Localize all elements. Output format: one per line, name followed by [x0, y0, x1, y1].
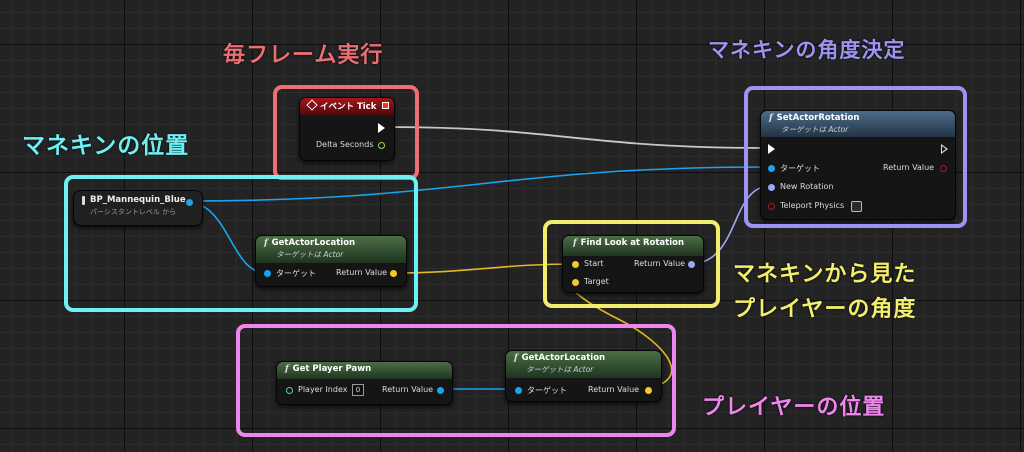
get-location-2-return-label: Return Value — [588, 385, 640, 394]
function-icon: f — [573, 238, 577, 248]
teleport-physics-pin[interactable] — [768, 203, 775, 210]
player-index-pin[interactable] — [286, 387, 293, 394]
delta-seconds-pin[interactable] — [378, 142, 385, 149]
set-rotation-exec-out-pin[interactable] — [941, 144, 948, 154]
mannequin-position-label: マネキンの位置 — [22, 133, 190, 159]
bp-mannequin-node[interactable]: BP_Mannequin_Blue パーシスタントレベル から — [73, 190, 203, 226]
set-actor-rotation-title: SetActorRotation — [776, 113, 860, 123]
mannequin-rotation-frame — [744, 86, 967, 228]
get-player-pawn-return-pin[interactable] — [437, 387, 444, 394]
function-icon: f — [285, 364, 289, 374]
event-tick-node[interactable]: イベント Tick Delta Seconds — [299, 97, 395, 161]
get-actor-location-sub-2: ターゲットは Actor — [526, 365, 594, 374]
get-location-2-target-pin[interactable] — [515, 387, 522, 394]
find-look-at-title: Find Look at Rotation — [580, 238, 685, 248]
get-player-pawn-return-label: Return Value — [382, 385, 434, 394]
set-actor-rotation-sub: ターゲットは Actor — [781, 125, 849, 134]
set-rotation-exec-in-pin[interactable] — [768, 144, 775, 154]
function-icon: f — [514, 353, 518, 363]
get-location-2-return-pin[interactable] — [645, 387, 652, 394]
delta-seconds-label: Delta Seconds — [316, 140, 374, 149]
get-location-1-target-label: ターゲット — [276, 269, 316, 278]
bp-mannequin-title: BP_Mannequin_Blue — [90, 195, 186, 205]
player-position-frame — [236, 324, 676, 437]
event-stop-icon — [382, 102, 389, 109]
mannequin-rotation-label: マネキンの角度決定 — [708, 38, 906, 62]
get-location-2-target-label: ターゲット — [527, 386, 567, 395]
find-look-at-target-label: Target — [584, 277, 609, 286]
event-tick-header: イベント Tick — [300, 98, 394, 115]
set-rotation-target-label: ターゲット — [780, 164, 820, 173]
get-location-1-return-pin[interactable] — [390, 270, 397, 277]
event-tick-exec-out-pin[interactable] — [378, 123, 385, 133]
find-look-at-return-label: Return Value — [634, 259, 686, 268]
object-wire-to-set-rotation — [183, 166, 771, 202]
teleport-physics-label: Teleport Physics — [780, 201, 845, 210]
event-tick-title: イベント Tick — [320, 102, 377, 112]
find-look-at-target-pin[interactable] — [572, 279, 579, 286]
angle-label-line1: マネキンから見た — [733, 262, 917, 287]
set-rotation-return-label: Return Value — [883, 163, 935, 172]
new-rotation-pin[interactable] — [768, 184, 775, 191]
get-player-pawn-title: Get Player Pawn — [292, 364, 372, 374]
get-location-1-target-pin[interactable] — [264, 270, 271, 277]
rotator-wire — [689, 185, 771, 265]
get-actor-location-title-2: GetActorLocation — [521, 353, 606, 363]
bp-mannequin-out-pin[interactable] — [186, 199, 193, 206]
angle-label-line2: プレイヤーの角度 — [733, 297, 917, 322]
every-frame-frame — [273, 85, 419, 180]
teleport-physics-checkbox[interactable] — [851, 201, 862, 212]
player-index-field[interactable]: 0 — [352, 384, 364, 396]
find-look-at-start-label: Start — [584, 259, 604, 268]
exec-wire — [384, 126, 771, 149]
function-icon: f — [264, 238, 268, 248]
player-index-label: Player Index — [298, 385, 348, 394]
find-look-at-return-pin[interactable] — [688, 261, 695, 268]
player-position-label: プレイヤーの位置 — [702, 395, 886, 420]
bp-mannequin-sub: パーシスタントレベル から — [90, 208, 177, 216]
mannequin-position-frame — [64, 175, 418, 312]
new-rotation-label: New Rotation — [780, 182, 834, 191]
get-actor-location-sub-1: ターゲットは Actor — [276, 250, 344, 259]
set-rotation-target-pin[interactable] — [768, 165, 775, 172]
look-at-angle-frame — [543, 220, 720, 308]
info-icon — [82, 196, 85, 205]
get-location-1-return-label: Return Value — [336, 268, 388, 277]
get-actor-location-title-1: GetActorLocation — [271, 238, 356, 248]
every-frame-label: 毎フレーム実行 — [223, 43, 384, 68]
set-rotation-return-pin[interactable] — [940, 165, 947, 172]
function-icon: f — [769, 113, 773, 123]
find-look-at-start-pin[interactable] — [572, 261, 579, 268]
